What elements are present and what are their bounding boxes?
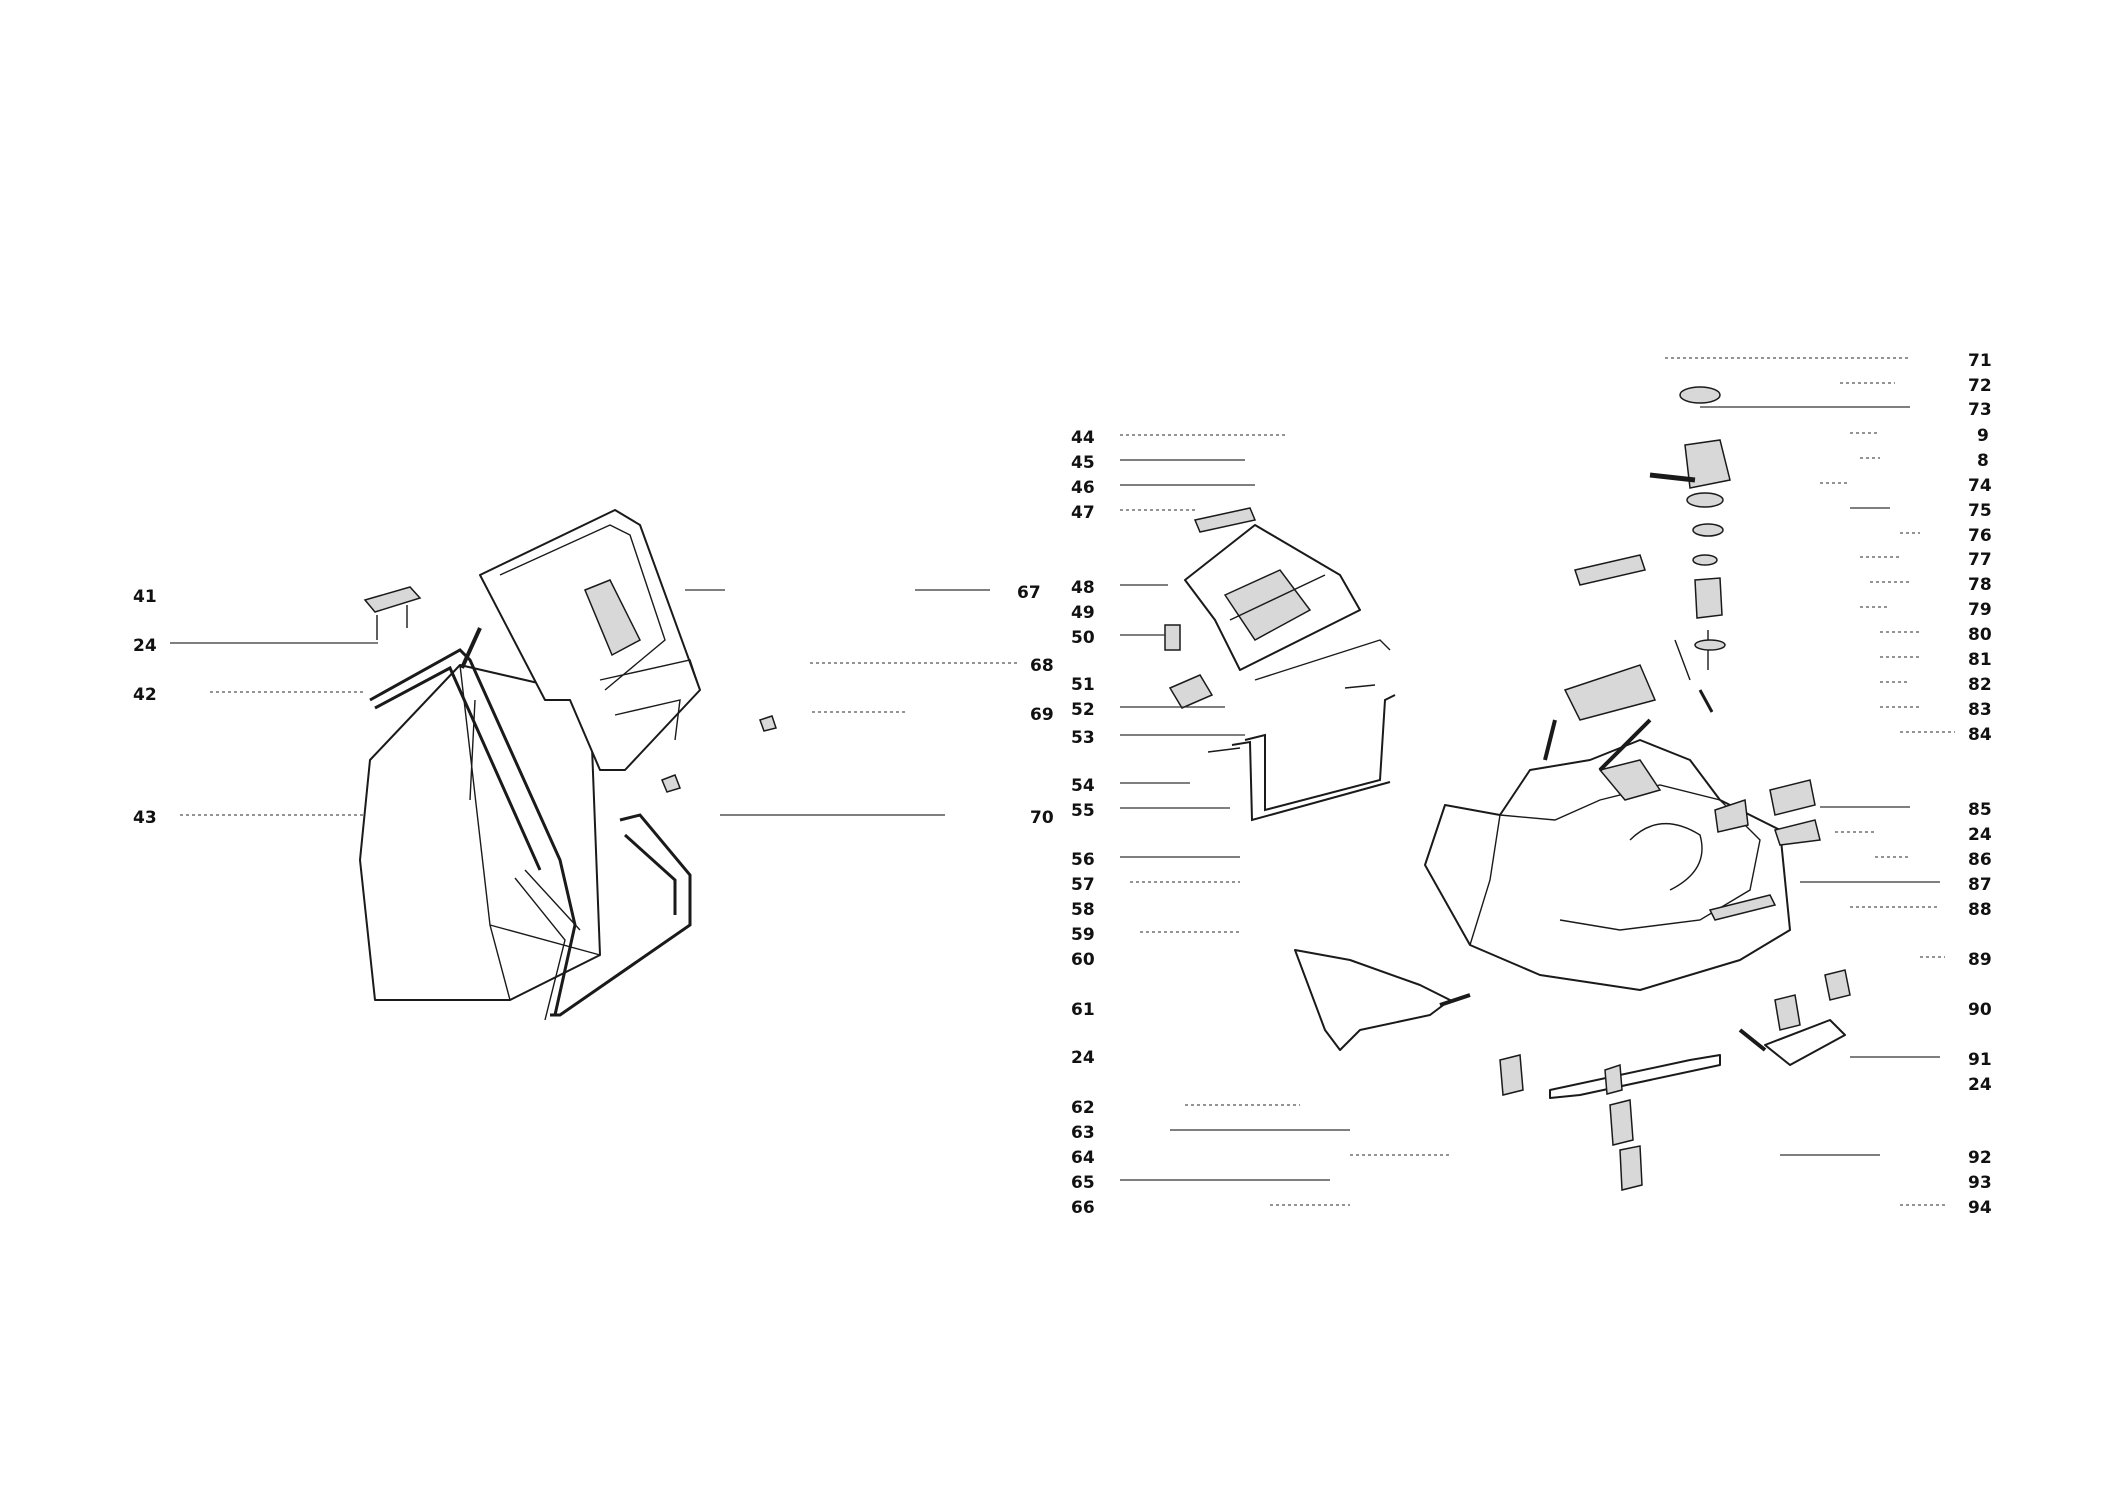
part-label-52: 52 [1071,700,1095,720]
part-label-86: 86 [1968,850,1992,870]
part-label-48: 48 [1071,578,1095,598]
part-label-8: 8 [1977,451,1989,471]
part-label-54: 54 [1071,776,1095,796]
part-label-68: 68 [1030,656,1054,676]
part-label-45: 45 [1071,453,1095,473]
part-label-51: 51 [1071,675,1095,695]
part-label-83: 83 [1968,700,1992,720]
part-label-76: 76 [1968,526,1992,546]
part-label-67: 67 [1017,583,1041,603]
part-label-57: 57 [1071,875,1095,895]
part-label-92: 92 [1968,1148,1992,1168]
part-label-42: 42 [133,685,157,705]
part-label-64: 64 [1071,1148,1095,1168]
part-label-24: 24 [1968,1075,1992,1095]
grass-catcher-assembly [359,509,777,1021]
part-label-94: 94 [1968,1198,1992,1218]
part-label-90: 90 [1968,1000,1992,1020]
part-label-46: 46 [1071,478,1095,498]
part-label-62: 62 [1071,1098,1095,1118]
leader-lines [170,357,1955,1206]
part-labels: 41 24 42 43 44 45 46 47 48 49 50 51 52 5… [133,351,1992,1218]
part-label-44: 44 [1071,428,1095,448]
part-label-70: 70 [1030,808,1054,828]
bracket-plate [363,586,422,613]
part-label-63: 63 [1071,1123,1095,1143]
part-label-41: 41 [133,587,157,607]
part-label-73: 73 [1968,400,1992,420]
part-label-79: 79 [1968,600,1992,620]
part-label-85: 85 [1968,800,1992,820]
part-label-24: 24 [1071,1048,1095,1068]
cutting-blade [1549,1054,1721,1099]
part-label-55: 55 [1071,801,1095,821]
part-label-71: 71 [1968,351,1992,371]
part-label-43: 43 [133,808,157,828]
part-label-61: 61 [1071,1000,1095,1020]
part-label-69: 69 [1030,705,1054,725]
part-label-9: 9 [1977,426,1989,446]
part-label-59: 59 [1071,925,1095,945]
part-label-53: 53 [1071,728,1095,748]
part-label-47: 47 [1071,503,1095,523]
part-label-58: 58 [1071,900,1095,920]
part-label-87: 87 [1968,875,1992,895]
part-label-89: 89 [1968,950,1992,970]
part-label-24: 24 [1968,825,1992,845]
part-label-65: 65 [1071,1173,1095,1193]
mower-deck-assembly [1164,386,1851,1191]
part-label-56: 56 [1071,850,1095,870]
side-discharge-chute [1294,949,1451,1051]
part-label-72: 72 [1968,376,1992,396]
part-label-84: 84 [1968,725,1992,745]
part-label-91: 91 [1968,1050,1992,1070]
part-label-77: 77 [1968,550,1992,570]
part-label-88: 88 [1968,900,1992,920]
part-label-74: 74 [1968,476,1992,496]
part-label-49: 49 [1071,603,1095,623]
part-label-82: 82 [1968,675,1992,695]
part-label-81: 81 [1968,650,1992,670]
part-label-66: 66 [1071,1198,1095,1218]
part-label-24: 24 [133,636,157,656]
part-label-60: 60 [1071,950,1095,970]
part-label-50: 50 [1071,628,1095,648]
part-label-78: 78 [1968,575,1992,595]
part-label-80: 80 [1968,625,1992,645]
part-label-93: 93 [1968,1173,1992,1193]
catcher-lid [479,509,701,771]
part-label-75: 75 [1968,501,1992,521]
